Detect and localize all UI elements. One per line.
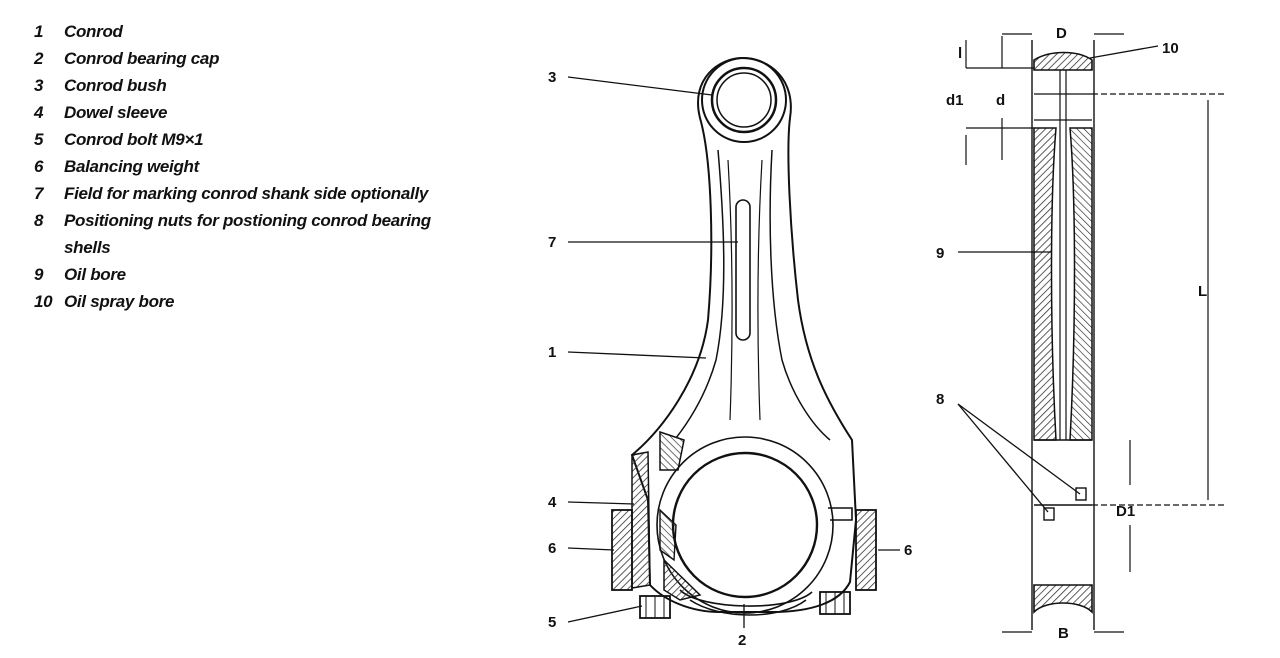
hatched-section-left: [631, 451, 651, 589]
legend-number: 2: [34, 49, 44, 68]
marking-field: [735, 199, 751, 341]
callout-6-left: 6: [548, 540, 556, 557]
callout-9: 9: [936, 245, 944, 262]
small-end-bore: [716, 72, 772, 128]
parts-legend: 1 Conrod 2 Conrod bearing cap 3 Conrod bush…: [34, 18, 454, 315]
balancing-weight-right: [855, 509, 877, 591]
hatched-section-inner: [659, 508, 677, 562]
legend-item: 6 Balancing weight: [34, 153, 454, 180]
positioning-notch: [828, 507, 853, 521]
legend-label: Field for marking conrod shank side opti…: [64, 184, 429, 203]
side-bearing-cap: [1033, 584, 1093, 614]
conrod-outline: [630, 56, 858, 613]
dim-d: d: [996, 92, 1005, 109]
positioning-nut-upper: [1075, 487, 1087, 501]
dim-D: D: [1056, 25, 1067, 42]
dim-D1: D1: [1116, 503, 1135, 520]
front-leaders: [567, 76, 900, 628]
legend-label: Dowel sleeve: [64, 103, 168, 122]
shank-groove-right: [757, 159, 763, 421]
shank-rib-right: [769, 149, 831, 441]
side-shank-right: [1069, 127, 1093, 441]
legend-number: 8: [34, 211, 44, 230]
legend-label: Conrod: [64, 22, 123, 41]
callout-3: 3: [548, 69, 556, 86]
shank-groove-left: [727, 159, 733, 421]
callout-10: 10: [1162, 40, 1179, 57]
legend-number: 4: [34, 103, 44, 122]
big-end-outer: [656, 436, 834, 614]
side-leaders: [957, 45, 1159, 513]
side-labels: D 10 l d1 d 9 L 8 D1 B: [936, 25, 1207, 642]
legend-item: 3 Conrod bush: [34, 72, 454, 99]
dim-d1: d1: [946, 92, 964, 109]
callout-2: 2: [738, 632, 746, 649]
legend-number: 9: [34, 265, 44, 284]
front-callouts: 3 7 1 4 6 5 6 2: [548, 69, 912, 649]
callout-7: 7: [548, 234, 556, 251]
legend-item: 2 Conrod bearing cap: [34, 45, 454, 72]
small-end-outer: [701, 57, 787, 143]
shank-rib-left: [675, 149, 725, 439]
callout-4: 4: [548, 494, 557, 511]
legend-label: Conrod bearing cap: [64, 49, 220, 68]
legend-number: 7: [34, 184, 44, 203]
positioning-nut-lower: [1043, 507, 1055, 521]
side-small-end: [1033, 51, 1093, 71]
legend-number: 10: [34, 292, 53, 311]
legend-number: 1: [34, 22, 44, 41]
legend-item: 1 Conrod: [34, 18, 454, 45]
conrod-bush: [710, 66, 778, 134]
legend-label: Balancing weight: [64, 157, 199, 176]
legend-label: Oil bore: [64, 265, 126, 284]
hatched-section-dowel: [659, 430, 685, 471]
legend-label: Positioning nuts for postioning conrod b…: [64, 211, 431, 257]
callout-8: 8: [936, 391, 944, 408]
callout-1: 1: [548, 344, 556, 361]
hatched-section-lower: [663, 558, 702, 601]
big-end-bore: [671, 451, 819, 599]
side-dimensions: [965, 33, 1226, 633]
callout-5: 5: [548, 614, 556, 631]
dim-l: l: [958, 45, 962, 62]
dim-L: L: [1198, 283, 1207, 300]
legend-item: 9 Oil bore: [34, 261, 454, 288]
legend-number: 5: [34, 130, 44, 149]
legend-label: Oil spray bore: [64, 292, 175, 311]
legend-item: 5 Conrod bolt M9×1: [34, 126, 454, 153]
legend-number: 6: [34, 157, 44, 176]
legend-number: 3: [34, 76, 44, 95]
front-view: [611, 56, 877, 619]
legend-item: 10 Oil spray bore: [34, 288, 454, 315]
legend-item: 8 Positioning nuts for postioning conrod …: [34, 207, 454, 261]
callout-6-right: 6: [904, 542, 912, 559]
legend-item: 7 Field for marking conrod shank side opt…: [34, 180, 454, 207]
side-view: [1031, 40, 1095, 630]
dim-B: B: [1058, 625, 1069, 642]
legend-label: Conrod bush: [64, 76, 167, 95]
legend-label: Conrod bolt M9×1: [64, 130, 204, 149]
bearing-cap-lower: [689, 599, 807, 616]
legend-item: 4 Dowel sleeve: [34, 99, 454, 126]
balancing-weight-left: [611, 509, 633, 591]
side-shank-left: [1033, 127, 1057, 441]
